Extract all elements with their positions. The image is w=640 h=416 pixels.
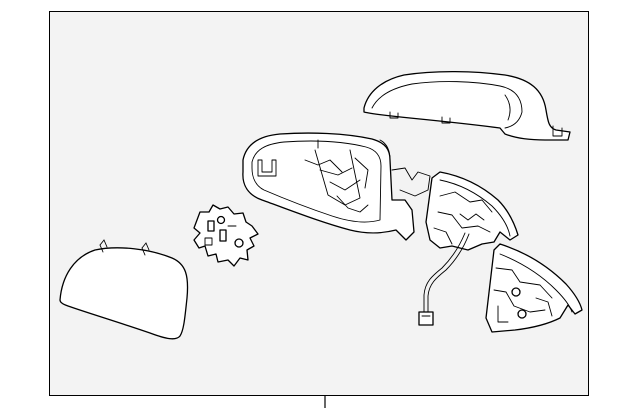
mirror-glass <box>59 239 189 340</box>
glass-backing-plate <box>193 204 259 267</box>
mirror-cover-cap <box>363 70 571 141</box>
sail-trim-panel <box>485 243 583 333</box>
mirror-housing <box>242 132 431 241</box>
mounting-base-with-wiring <box>418 171 519 326</box>
